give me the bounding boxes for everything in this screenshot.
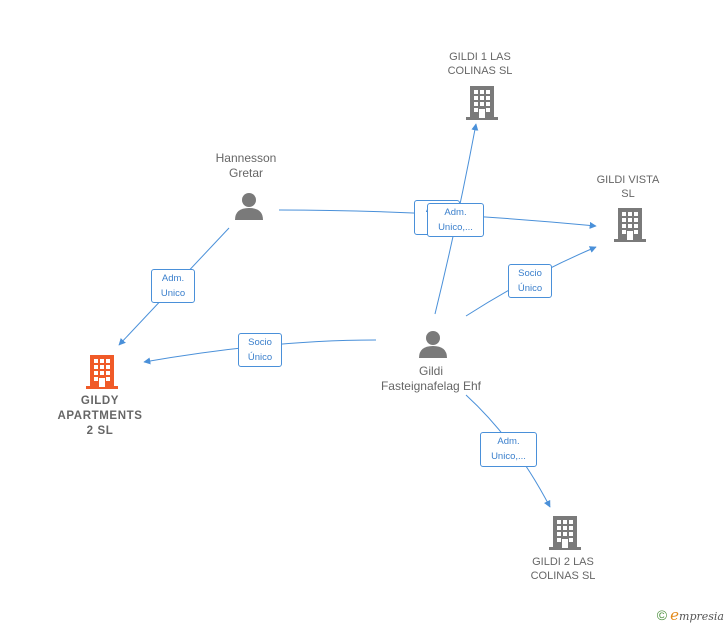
edge-label-line: Único [247, 352, 273, 363]
node-label-gildi-ehf[interactable]: Gildi Fasteignafelag Ehf [361, 364, 501, 394]
edge-label-line: Adm. [444, 207, 467, 218]
copyright-icon: © [656, 607, 668, 623]
node-label-line: Fasteignafelag Ehf [380, 379, 482, 393]
edge-label-gildi-vista-socio[interactable]: Socio Único [508, 264, 552, 298]
edge-label-line: Adm. [497, 436, 520, 447]
node-label-line: GILDY [80, 395, 120, 407]
node-label-line: Hannesson [215, 151, 277, 165]
edge-label-hannesson-gildy[interactable]: Adm. Unico [151, 269, 195, 303]
edge-label-line: Unico,... [491, 451, 526, 462]
edge-label-line: Adm. [161, 273, 185, 284]
empresia-watermark: © empresia [657, 606, 724, 624]
person-icon[interactable] [418, 330, 448, 358]
node-label-line: Gretar [228, 166, 263, 180]
edge-label-line: Unico,... [438, 222, 473, 233]
node-label-line: COLINAS SL [530, 570, 596, 582]
building-icon[interactable] [614, 208, 646, 242]
edge-label-gildi-vista-adm[interactable]: Adm. Unico,... [427, 203, 484, 237]
brand-text: mpresia [679, 610, 724, 623]
edge-label-gildi-gildy[interactable]: Socio Único [238, 333, 282, 367]
node-label-gildi1[interactable]: GILDI 1 LAS COLINAS SL [420, 50, 540, 78]
building-icon[interactable] [466, 86, 498, 120]
node-label-line: GILDI 2 LAS [532, 556, 594, 568]
node-label-line: GILDI 1 LAS [449, 51, 511, 63]
person-icon[interactable] [234, 192, 264, 220]
edge-label-gildi-gildi2[interactable]: Adm. Unico,... [480, 432, 537, 467]
brand-logo: empresia [670, 606, 724, 624]
node-label-hannesson[interactable]: Hannesson Gretar [196, 151, 296, 181]
node-label-gildi-vista[interactable]: GILDI VISTA SL [578, 173, 678, 201]
node-label-gildy-apartments[interactable]: GILDY APARTMENTS 2 SL [40, 394, 160, 439]
node-label-line: Gildi [418, 364, 443, 378]
edge-label-line: Único [517, 283, 543, 294]
node-label-line: GILDI VISTA [596, 174, 660, 186]
building-icon[interactable] [549, 516, 581, 550]
edge-label-line: Socio [248, 337, 272, 348]
brand-letter: e [670, 606, 680, 624]
node-label-line: 2 SL [86, 425, 114, 437]
edge-label-line: Unico [160, 288, 186, 299]
node-label-line: APARTMENTS [57, 410, 143, 422]
node-label-gildi2[interactable]: GILDI 2 LAS COLINAS SL [503, 555, 623, 583]
node-label-line: SL [621, 188, 635, 200]
node-label-line: COLINAS SL [447, 65, 513, 77]
building-icon[interactable] [86, 355, 118, 389]
edge-label-line: Socio [518, 268, 542, 279]
